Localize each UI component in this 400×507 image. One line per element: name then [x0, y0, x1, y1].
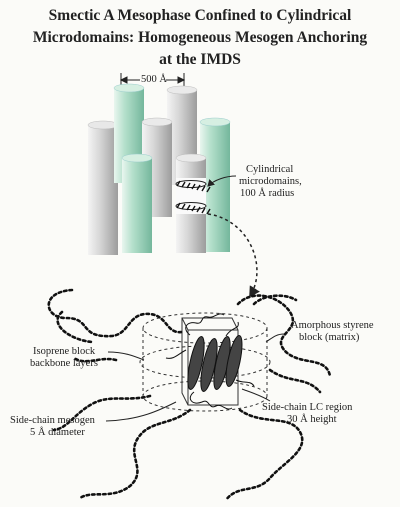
label-leaders: [105, 333, 285, 422]
styrene-label-1: Amorphous styrene: [291, 320, 374, 331]
cylinder-front-left: [121, 153, 153, 253]
cylinder-label-3: 100 Å radius: [240, 188, 295, 199]
polymer-chains: [47, 288, 332, 502]
mesogen-label-1: Side-chain mesogen: [10, 415, 95, 426]
lc-region-label-1: Side-chain LC region: [262, 402, 353, 413]
title-line-1: Smectic A Mesophase Confined to Cylindri…: [48, 7, 352, 24]
title-line-2: Microdomains: Homogeneous Mesogen Anchor…: [32, 29, 368, 46]
spacing-label: 500 Å: [141, 74, 167, 85]
isoprene-label-2: backbone layers: [30, 358, 98, 369]
cylinder-label-2: microdomains,: [239, 176, 302, 187]
cylinder-front-highlighted: [175, 153, 211, 253]
isoprene-label-1: Isoprene block: [33, 346, 96, 357]
mesogen-label-2: 5 Å diameter: [30, 427, 85, 438]
cylinder-label-1: Cylindrical: [246, 164, 294, 175]
side-chain-links: [165, 313, 255, 410]
spacing-dimension: [119, 73, 186, 86]
mesogen-rods: [187, 335, 243, 392]
styrene-label-2: block (matrix): [299, 332, 360, 343]
cylinder-back-left: [87, 120, 119, 255]
lc-region-label-2: 30 Å height: [287, 414, 337, 425]
title-line-3: at the IMDS: [159, 51, 241, 68]
